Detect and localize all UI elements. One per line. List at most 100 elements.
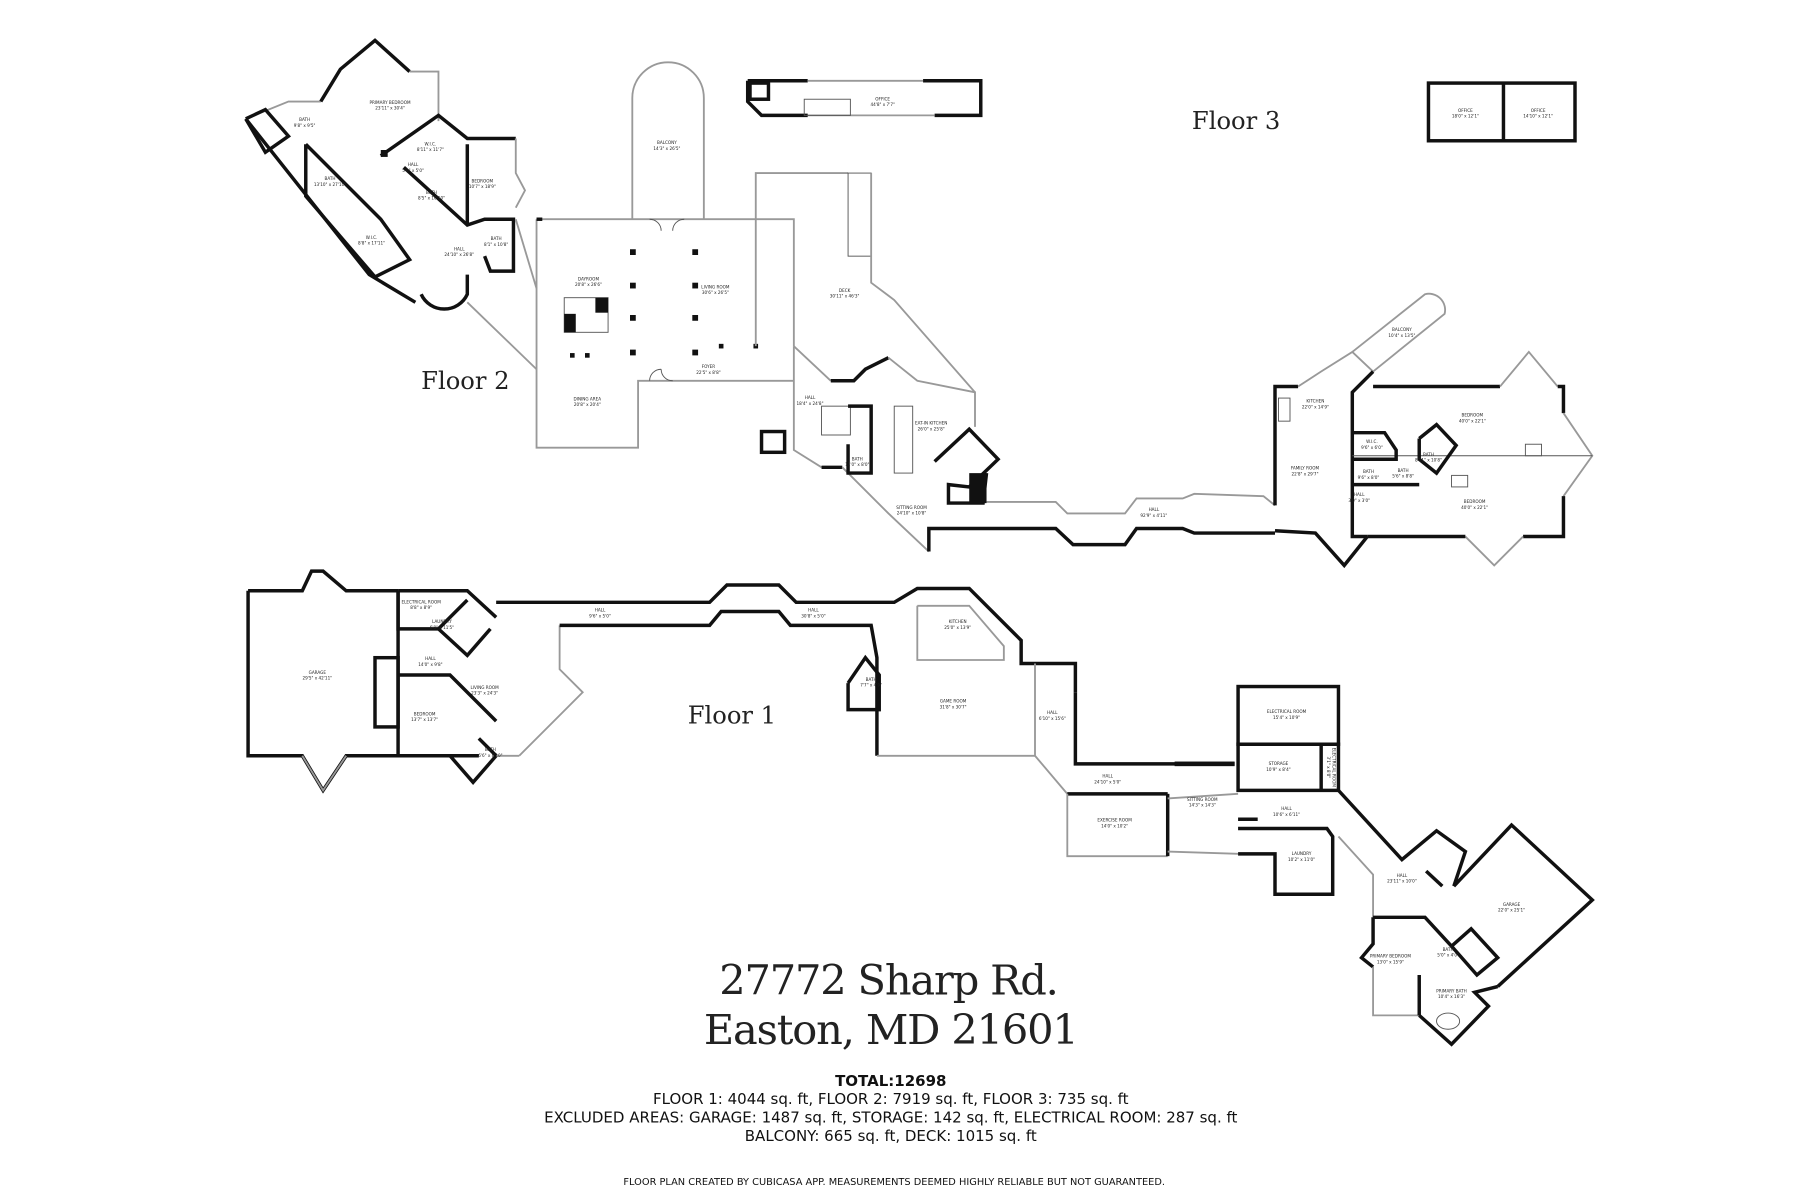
svg-text:EXERCISE ROOM: EXERCISE ROOM (1097, 818, 1132, 823)
svg-text:9'6" x 8'0": 9'6" x 8'0" (1358, 475, 1380, 480)
svg-text:LAUNDRY: LAUNDRY (1292, 851, 1312, 856)
svg-text:24'10" x 5'0": 24'10" x 5'0" (1094, 779, 1121, 784)
floor1-label: Floor 1 (688, 701, 776, 729)
svg-text:OFFICE: OFFICE (875, 96, 890, 101)
svg-text:BATH: BATH (491, 236, 502, 241)
outdoor-areas-line: BALCONY: 665 sq. ft, DECK: 1015 sq. ft (745, 1127, 1037, 1145)
svg-text:5'0" x 4'0": 5'0" x 4'0" (1437, 953, 1459, 958)
svg-text:STORAGE: STORAGE (1269, 761, 1289, 766)
excluded-areas-line: EXCLUDED AREAS: GARAGE: 1487 sq. ft, STO… (544, 1109, 1237, 1127)
svg-text:HALL: HALL (408, 162, 419, 167)
svg-text:LAUNDRY: LAUNDRY (432, 619, 452, 624)
svg-text:8'11" x 10'8": 8'11" x 10'8" (1415, 458, 1442, 463)
svg-text:HALL: HALL (805, 395, 816, 400)
svg-text:BEDROOM: BEDROOM (1461, 413, 1483, 418)
svg-text:10'2" x 11'0": 10'2" x 11'0" (1288, 857, 1315, 862)
svg-text:BATH: BATH (299, 117, 310, 122)
svg-text:20'8" x 20'4": 20'8" x 20'4" (574, 402, 601, 407)
svg-text:8'5" x 10'10": 8'5" x 10'10" (418, 196, 445, 201)
svg-text:14'3" x 26'5": 14'3" x 26'5" (653, 146, 680, 151)
address-line-2: Easton, MD 21601 (704, 1005, 1078, 1054)
svg-text:DINING AREA: DINING AREA (574, 396, 602, 401)
svg-text:22'0" x 14'9": 22'0" x 14'9" (1302, 404, 1329, 409)
svg-text:29'5" x 42'11": 29'5" x 42'11" (303, 676, 333, 681)
svg-text:20'8" x 26'6": 20'8" x 26'6" (575, 282, 602, 287)
svg-text:10'4" x 13'5": 10'4" x 13'5" (1388, 333, 1415, 338)
svg-text:6'10" x 15'6": 6'10" x 15'6" (1039, 716, 1066, 721)
svg-text:PRIMARY BEDROOM: PRIMARY BEDROOM (1370, 954, 1411, 959)
svg-text:30'11" x 46'3": 30'11" x 46'3" (830, 294, 860, 299)
svg-text:PRIMARY BEDROOM: PRIMARY BEDROOM (369, 100, 410, 105)
svg-text:30'8" x 5'0": 30'8" x 5'0" (801, 613, 825, 618)
svg-text:40'0" x 22'1": 40'0" x 22'1" (1461, 505, 1488, 510)
svg-text:31'8" x 30'7": 31'8" x 30'7" (940, 704, 967, 709)
svg-text:BALCONY: BALCONY (657, 140, 677, 145)
svg-text:7'7" x 4'0": 7'7" x 4'0" (860, 683, 882, 688)
svg-text:W.I.C.: W.I.C. (366, 235, 378, 240)
svg-text:GAME ROOM: GAME ROOM (940, 699, 967, 704)
svg-text:HALL: HALL (454, 246, 465, 251)
svg-text:BEDROOM: BEDROOM (414, 711, 436, 716)
svg-text:6'6" x 8'10": 6'6" x 8'10" (478, 753, 502, 758)
svg-text:24'10" x 26'8": 24'10" x 26'8" (444, 252, 474, 257)
svg-text:BEDROOM: BEDROOM (471, 178, 493, 183)
svg-text:23'11" x 10'0": 23'11" x 10'0" (1387, 879, 1417, 884)
floor2-west-wing-walls (244, 38, 538, 370)
svg-text:25'0" x 13'9": 25'0" x 13'9" (944, 625, 971, 630)
svg-text:18'4" x 24'8": 18'4" x 24'8" (797, 401, 824, 406)
floor1-walls (246, 569, 1595, 1047)
columns (570, 249, 759, 358)
svg-text:BATH: BATH (1398, 468, 1409, 473)
svg-text:SITTING ROOM: SITTING ROOM (896, 505, 927, 510)
svg-text:22'5" x 8'8": 22'5" x 8'8" (696, 370, 720, 375)
svg-text:BATH: BATH (852, 456, 863, 461)
svg-text:14'10" x 12'1": 14'10" x 12'1" (1523, 114, 1553, 119)
svg-text:9'6" x 6'0": 9'6" x 6'0" (1361, 445, 1383, 450)
svg-text:SITTING ROOM: SITTING ROOM (1187, 797, 1218, 802)
svg-text:40'0" x 22'1": 40'0" x 22'1" (1459, 418, 1486, 423)
svg-text:10'9" x 8'4": 10'9" x 8'4" (1266, 767, 1290, 772)
room-label: W.I.C.8'11" x 11'7" (417, 141, 444, 152)
svg-text:BATH: BATH (1363, 469, 1374, 474)
svg-text:15'4" x 10'9": 15'4" x 10'9" (1273, 715, 1300, 720)
svg-text:HALL: HALL (1281, 806, 1292, 811)
svg-text:FAMILY ROOM: FAMILY ROOM (1291, 466, 1320, 471)
svg-text:26'0" x 25'8": 26'0" x 25'8" (918, 426, 945, 431)
svg-text:14'0" x 9'8": 14'0" x 9'8" (418, 662, 442, 667)
svg-text:BEDROOM: BEDROOM (1464, 499, 1486, 504)
svg-text:DECK: DECK (839, 288, 851, 293)
